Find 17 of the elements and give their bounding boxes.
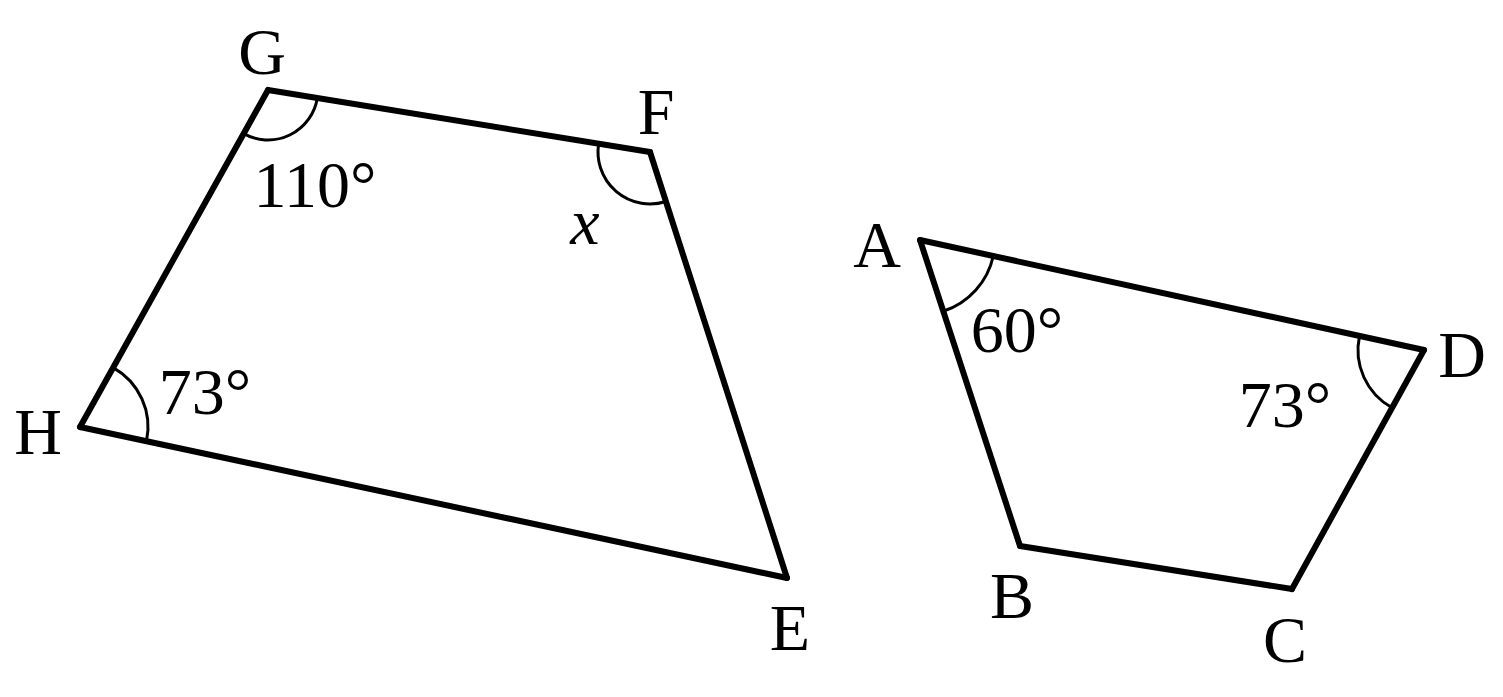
vertex-label: C xyxy=(1263,607,1307,673)
angle-label: 110° xyxy=(253,152,377,218)
vertex-label: G xyxy=(238,19,286,85)
angle-label: 60° xyxy=(970,297,1064,363)
vertex-label: A xyxy=(853,212,901,278)
vertex-label: F xyxy=(637,79,675,145)
polygon-side xyxy=(1289,347,1427,592)
vertex-label: E xyxy=(769,595,811,661)
polygon-side xyxy=(917,237,1427,353)
polygon-side xyxy=(647,149,790,581)
vertex-label: H xyxy=(14,399,62,465)
vertex-label: B xyxy=(990,563,1034,629)
polygon-side xyxy=(77,87,271,430)
vertex-label: D xyxy=(1438,322,1486,388)
angle-label: 73° xyxy=(1238,372,1332,438)
angle-label: x xyxy=(570,189,600,255)
angle-label: 73° xyxy=(158,359,252,425)
